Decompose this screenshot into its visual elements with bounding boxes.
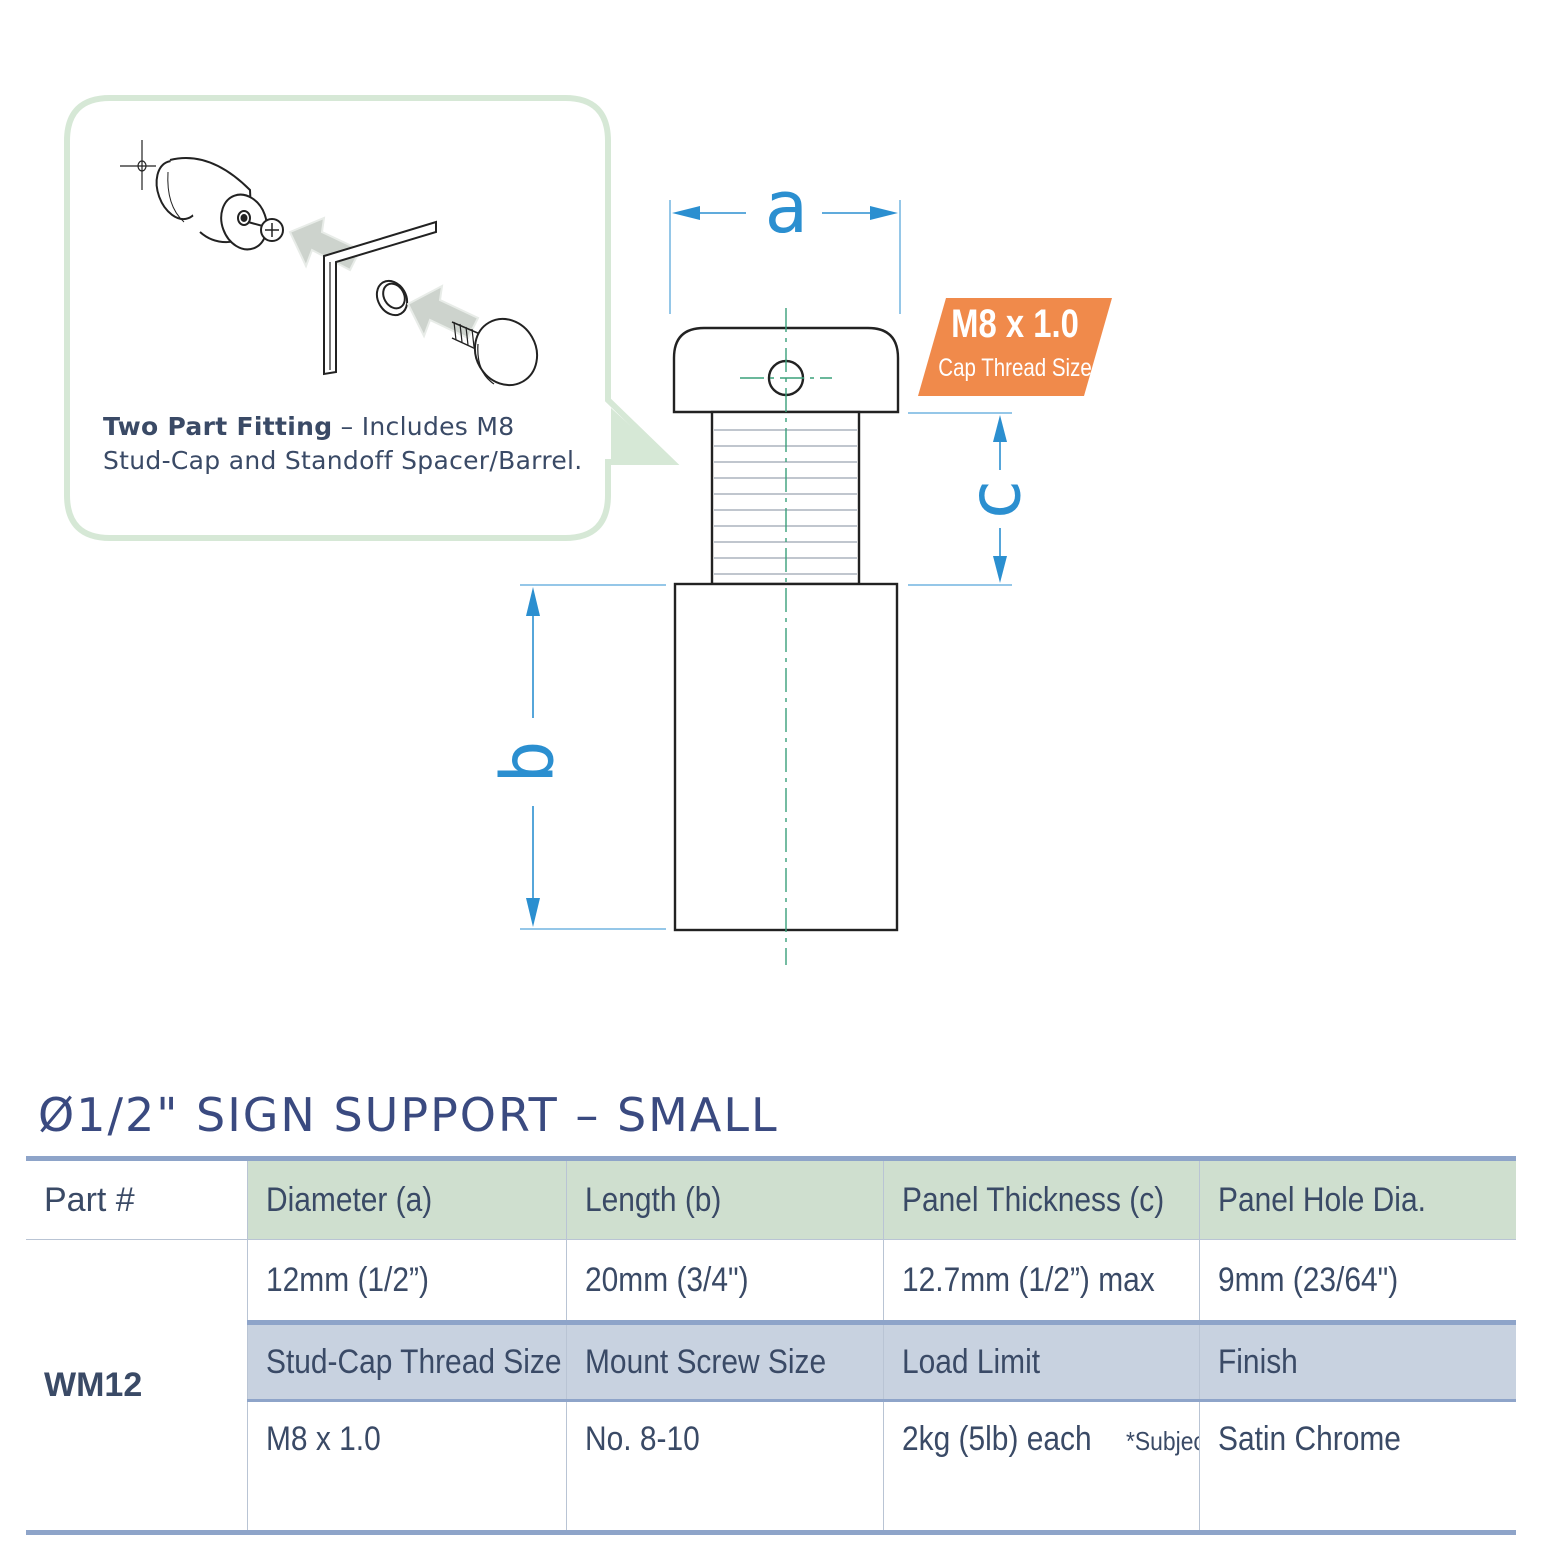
barrel-spacer-icon (155, 157, 268, 251)
table-header-row-2: Stud-Cap Thread Size Mount Screw Size Lo… (26, 1320, 1516, 1402)
thread-size-label: Cap Thread Size (938, 354, 1092, 382)
panel-icon (323, 220, 437, 376)
dim-label-c: c (953, 478, 1037, 521)
dim-label-a: a (764, 165, 807, 249)
assembly-illustration (120, 140, 539, 387)
value-cell: 12.7mm (1/2”) max (882, 1239, 1199, 1323)
dimension-letters: a c b (486, 165, 1037, 784)
header-cell: Load Limit (882, 1320, 1199, 1402)
dim-label-b: b (486, 740, 570, 783)
technical-drawing: a c b (64, 95, 1112, 965)
dimension-lines (520, 200, 1012, 930)
table-row-2: M8 x 1.0 No. 8-10 2kg (5lb) each *Subjec… (26, 1400, 1516, 1530)
header-cell: Diameter (a) (246, 1158, 566, 1240)
thread-size-badge: M8 x 1.0 Cap Thread Size (918, 298, 1112, 396)
value-cell: No. 8-10 (565, 1400, 883, 1530)
header-cell: Panel Hole Dia. (1198, 1158, 1516, 1240)
thread-badge-shape (918, 298, 1112, 396)
thread-size-value: M8 x 1.0 (951, 302, 1079, 346)
washer-icon (375, 279, 409, 317)
callout-text: Two Part Fitting – Includes M8 Stud-Cap … (103, 410, 583, 478)
header-cell: Length (b) (565, 1158, 883, 1240)
product-title: Ø1/2" SIGN SUPPORT – SMALL (38, 1088, 779, 1142)
header-cell: Panel Thickness (c) (882, 1158, 1199, 1240)
value-cell: M8 x 1.0 (246, 1400, 566, 1530)
value-cell: Satin Chrome (1198, 1400, 1516, 1530)
header-cell: Finish (1198, 1320, 1516, 1402)
callout-title: Two Part Fitting (103, 412, 333, 441)
center-mark-icon (120, 140, 156, 190)
callout-dash: – (332, 412, 362, 441)
part-number: WM12 (26, 1239, 247, 1530)
part-label: Part # (44, 1180, 135, 1219)
centre-lines (740, 308, 832, 965)
table-header-row-1: Part # Diameter (a) Length (b) Panel Thi… (26, 1158, 1516, 1240)
stud-cap-icon (451, 317, 539, 387)
header-cell: Stud-Cap Thread Size (246, 1320, 566, 1402)
table-bottom-rule (26, 1528, 1516, 1533)
table-row-1: WM12 12mm (1/2”) 20mm (3/4") 12.7mm (1/2… (26, 1239, 1516, 1530)
value-cell: 20mm (3/4") (565, 1239, 883, 1323)
spec-table: Part # Diameter (a) Length (b) Panel Thi… (26, 1156, 1516, 1535)
header-cell: Mount Screw Size (565, 1320, 883, 1402)
callout-line1: Includes M8 (361, 412, 515, 441)
value-cell: 2kg (5lb) each *Subject to fixing (882, 1400, 1199, 1530)
callout-line2: Stud-Cap and Standoff Spacer/Barrel. (103, 446, 583, 475)
value-cell: 12mm (1/2”) (246, 1239, 566, 1323)
fixing-note: *Subject to fixing (1126, 1426, 1199, 1456)
phillips-screw-icon (247, 218, 284, 242)
value-cell: 9mm (23/64") (1198, 1239, 1516, 1323)
